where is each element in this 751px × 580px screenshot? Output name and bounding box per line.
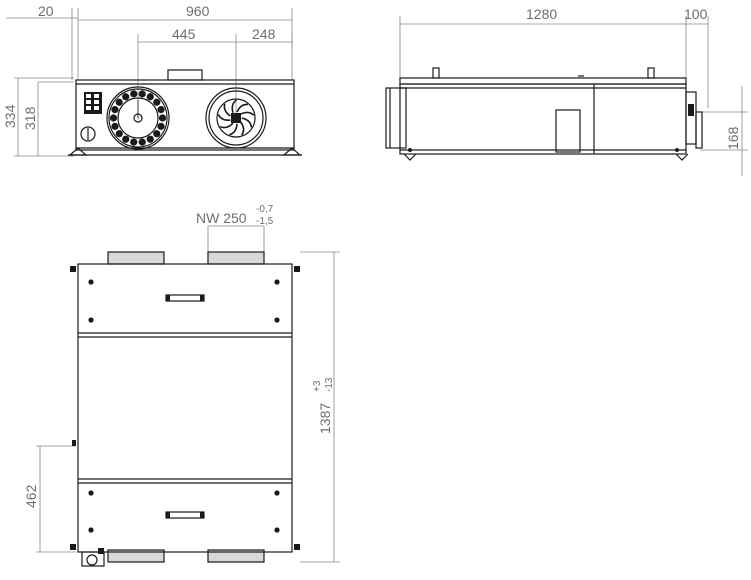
right-fan-blades xyxy=(217,99,255,136)
fan-blade xyxy=(223,103,231,117)
dim-334: 334 xyxy=(2,104,18,128)
fan-blade xyxy=(236,103,249,113)
fan-tooth xyxy=(115,98,123,106)
fan-tooth xyxy=(111,122,119,130)
fan-blade xyxy=(219,122,234,129)
duct-size-label: NW 250 xyxy=(196,210,247,226)
fan-tooth xyxy=(130,138,138,146)
fan-blade xyxy=(229,123,238,136)
dim-462: 462 xyxy=(23,484,39,508)
side-duct-left xyxy=(385,87,407,149)
screw-icon xyxy=(274,527,280,533)
fan-tooth xyxy=(138,138,146,146)
fan-blade xyxy=(241,117,253,128)
fan-tooth xyxy=(115,130,123,138)
screw-icon xyxy=(88,317,94,323)
duct-tolerance-lower: -1,5 xyxy=(256,216,274,227)
handle-top xyxy=(165,294,205,302)
fan-blade xyxy=(239,121,245,136)
fan-tooth xyxy=(111,106,119,114)
screw-icon xyxy=(88,279,94,285)
fan-tooth xyxy=(130,90,138,98)
fan-tooth xyxy=(146,93,154,101)
right-fan-hub xyxy=(231,113,241,123)
dim-168: 168 xyxy=(725,126,741,150)
dim-20: 20 xyxy=(38,3,54,19)
screw-icon xyxy=(274,490,280,496)
bottom-connector xyxy=(81,551,105,567)
side-housing xyxy=(399,83,687,155)
dim-1280: 1280 xyxy=(526,6,557,22)
fan-tooth xyxy=(157,122,165,130)
screw-icon xyxy=(88,490,94,496)
side-top-rail xyxy=(399,77,687,85)
dim-960: 960 xyxy=(186,3,210,19)
left-fan-teeth xyxy=(109,90,167,146)
right-fan-ring xyxy=(205,87,267,149)
fan-tooth xyxy=(122,93,130,101)
side-view: 1280 100 168 xyxy=(385,6,748,176)
top-housing xyxy=(77,263,293,553)
fan-tooth xyxy=(109,114,118,122)
dim-1387: 1387 xyxy=(317,403,333,434)
fan-blade xyxy=(240,111,255,116)
fan-tooth xyxy=(157,106,165,114)
fan-tooth xyxy=(153,98,161,106)
handle-bottom xyxy=(165,511,205,519)
top-view: NW 250 -0,7 -1,5 1387 +3 -13 462 xyxy=(23,204,340,567)
fan-blade xyxy=(217,114,231,121)
length-tolerance-lower: -13 xyxy=(324,377,335,392)
duct-spigot-bottom-right xyxy=(208,550,264,562)
length-tolerance-upper: +3 xyxy=(312,380,323,392)
fan-tooth xyxy=(146,135,154,143)
front-view: 20 960 445 248 334 318 xyxy=(2,3,302,157)
panel-screws xyxy=(88,279,280,533)
screw-icon xyxy=(88,527,94,533)
front-housing xyxy=(75,79,295,151)
side-end-cap xyxy=(685,91,697,145)
fan-tooth xyxy=(158,114,167,122)
duct-spigot-top-right xyxy=(208,252,264,264)
dim-445: 445 xyxy=(172,26,196,42)
screw-icon xyxy=(274,279,280,285)
access-panel xyxy=(555,109,581,153)
duct-spigot-bottom-left xyxy=(108,550,164,562)
fan-tooth xyxy=(138,90,146,98)
left-fan-ring xyxy=(106,86,170,150)
main-switch-icon xyxy=(80,126,96,142)
fan-blade xyxy=(231,99,237,114)
dim-248: 248 xyxy=(252,26,276,42)
top-spigot xyxy=(167,69,203,81)
dim-100: 100 xyxy=(684,6,708,22)
duct-spigot-top-left xyxy=(108,252,164,264)
screw-icon xyxy=(274,317,280,323)
dim-318: 318 xyxy=(22,106,38,130)
fan-tooth xyxy=(122,135,130,143)
duct-tolerance-upper: -0,7 xyxy=(256,204,274,215)
fan-tooth xyxy=(153,130,161,138)
